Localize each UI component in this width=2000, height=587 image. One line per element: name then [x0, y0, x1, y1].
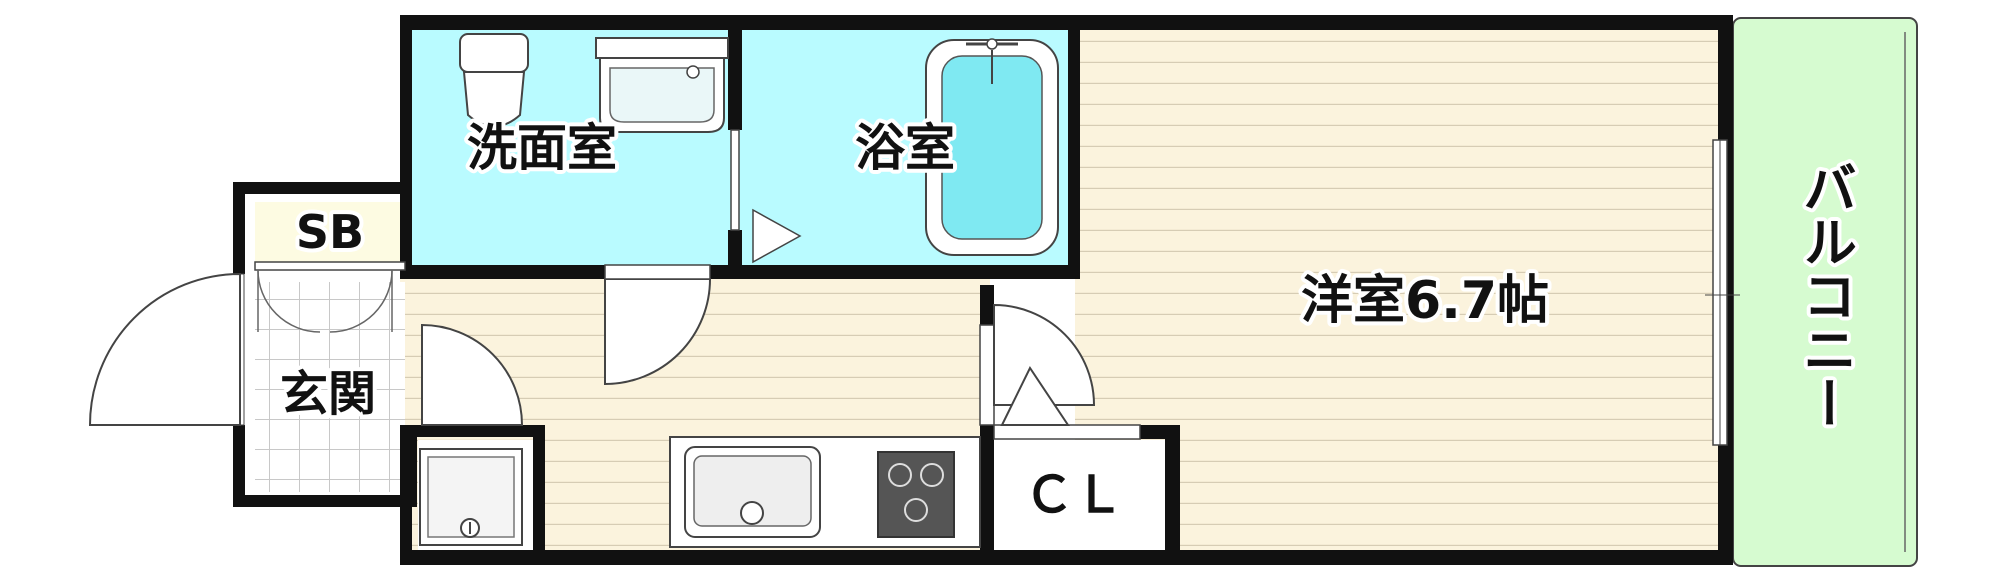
wall-wash-bath-bottom	[728, 230, 742, 278]
entrance-label: 玄関	[280, 366, 376, 422]
hall-door	[421, 323, 524, 426]
wall-entrance-left-bottom	[233, 425, 245, 505]
walls	[233, 15, 1733, 565]
stove-icon	[877, 451, 955, 538]
bathroom-label: 浴室	[855, 119, 955, 177]
sink-icon	[684, 446, 821, 538]
wall-wash-bath-top	[728, 15, 742, 130]
entrance-door	[88, 272, 245, 426]
closet-floor	[995, 440, 1165, 550]
wall-washer-top	[405, 425, 545, 437]
closet-label: ＣＬ	[1024, 466, 1124, 524]
washroom-label: 洗面室	[467, 119, 617, 177]
shoe-box-label: SB	[296, 205, 364, 259]
wash-basin-icon	[595, 37, 729, 133]
wall-left-upper	[400, 15, 412, 275]
kitchen-counter	[669, 436, 981, 548]
shoe-box-area	[255, 202, 405, 262]
wall-entrance-right	[405, 425, 417, 507]
balcony-window	[1705, 139, 1740, 446]
wall-closet-left	[980, 285, 994, 325]
balcony-label: バルコニー	[1794, 160, 1857, 430]
bath-sliding-door	[730, 129, 740, 231]
wall-bottom	[400, 550, 1733, 565]
closet-door	[993, 365, 1141, 440]
wall-wet-right	[1068, 15, 1080, 279]
bath-entry-mark	[752, 208, 802, 264]
room-door	[979, 303, 1096, 426]
wall-wet-bottom-a	[400, 265, 605, 279]
shoe-box	[254, 261, 406, 333]
wall-wet-bottom-b	[710, 265, 1080, 279]
wall-closet-right	[1165, 425, 1180, 560]
western-room-floor	[1075, 30, 1718, 550]
wall-closet-left-lower	[980, 425, 994, 560]
wall-entrance-bottom	[233, 495, 412, 507]
wall-top	[400, 15, 1733, 30]
wall-washer-right	[533, 425, 545, 560]
wall-entrance-left-top	[233, 182, 245, 274]
wall-entrance-top	[233, 182, 412, 194]
toilet-icon	[459, 33, 529, 128]
washroom-door	[604, 264, 712, 386]
washing-machine-pan-icon	[419, 448, 523, 546]
bathtub-icon	[925, 38, 1059, 256]
western-room-label: 洋室6.7帖	[1301, 271, 1549, 331]
